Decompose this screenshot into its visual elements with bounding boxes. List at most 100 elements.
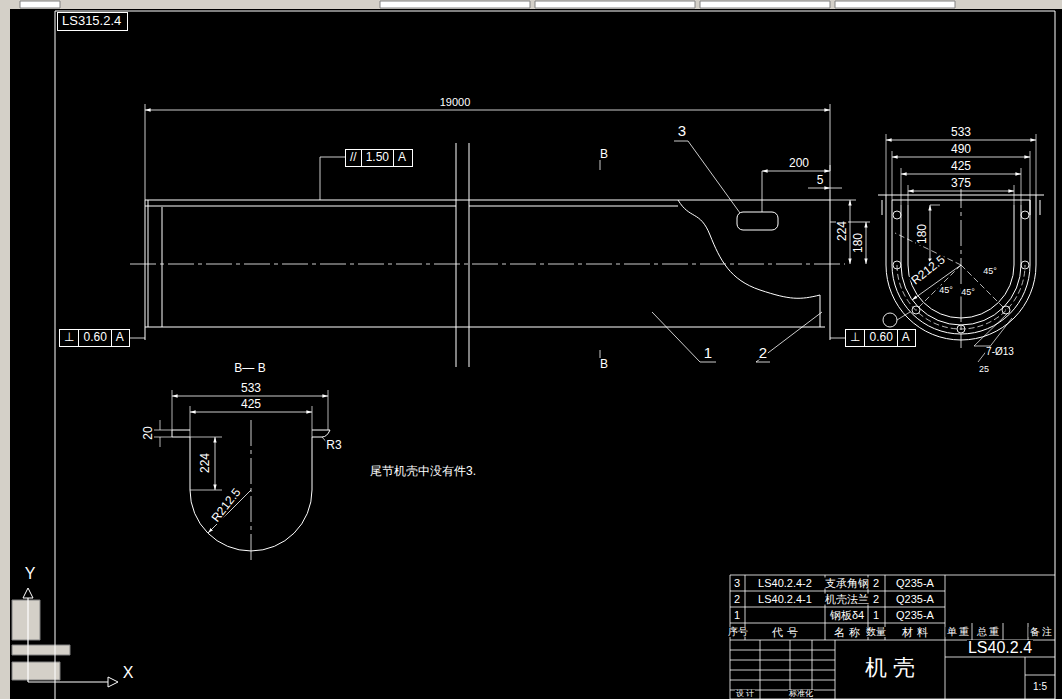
drawing-frame: [55, 11, 1055, 699]
table-cell: 单 重: [946, 627, 971, 637]
table-cell: 备 注: [1029, 627, 1054, 637]
dimension-line: [901, 174, 1021, 175]
table-cell: 钢板δ4: [829, 610, 865, 621]
axis-label: X: [122, 665, 135, 681]
table-cell: 代 号: [771, 627, 798, 638]
dimension-text: 5: [816, 174, 825, 186]
dimension-text: R212.5: [908, 253, 947, 288]
dimension-text: 45°: [938, 286, 954, 295]
section-mark: B: [599, 148, 609, 160]
table-cell: Q235-A: [895, 578, 935, 589]
table-cell: 标准化: [788, 690, 814, 698]
dimension-text: 425: [240, 398, 262, 410]
frame-cell: LS315.2.4: [58, 13, 125, 30]
dimension-line: [762, 171, 830, 172]
dimension-text: 533: [240, 382, 262, 394]
dimension-text: 224: [199, 452, 211, 474]
tab-icons: [12, 600, 70, 680]
dimension-text: R212.5: [209, 485, 244, 524]
section-title: B— B: [233, 362, 266, 374]
section-extension-lines: [154, 390, 330, 490]
dimension-text: 45°: [960, 288, 976, 297]
table-cell: 1: [733, 610, 741, 621]
dimension-line: [190, 412, 312, 413]
table-cell: 设 计: [735, 690, 755, 698]
frame-cell: ⊥: [60, 330, 78, 346]
table-cell: 总 重: [976, 627, 1001, 637]
table-cell: 3: [733, 578, 741, 589]
table-cell: 1: [872, 610, 880, 621]
callout-number: 3: [677, 123, 687, 138]
dimension-text: 490: [950, 143, 972, 155]
toolbar: [0, 0, 1062, 9]
extension-lines: [145, 104, 870, 362]
note-text: 尾节机壳中没有件3.: [369, 465, 477, 477]
callout-number: 1: [703, 345, 713, 360]
dimension-text: 180: [916, 223, 928, 245]
table-cell: 1:5: [1032, 682, 1048, 692]
drawing-number: LS40.2.4: [967, 640, 1033, 656]
tolerance-frame: ⊥0.60A: [845, 329, 916, 347]
dimension-text: 375: [950, 177, 972, 189]
frame-cell: A: [393, 150, 410, 166]
dimension-line: [145, 110, 830, 111]
leader-lines: [130, 141, 845, 362]
table-cell: LS40.2.4-1: [757, 594, 813, 605]
dimension-text: 20: [142, 425, 154, 440]
frame-cell: A: [111, 330, 128, 346]
axis-label: Y: [24, 566, 37, 582]
dimension-line: [892, 157, 1030, 158]
section-mark: B: [599, 358, 609, 370]
table-cell: 机壳法兰: [824, 594, 870, 605]
table-cell: 2: [872, 578, 880, 589]
tolerance-frame: //1.50A: [345, 149, 413, 167]
title-block-grid: [730, 575, 1055, 699]
frame-cell: 0.60: [78, 330, 110, 346]
table-cell: 2: [872, 594, 880, 605]
table-cell: 支承角钢: [824, 578, 870, 589]
table-cell: 序号: [727, 627, 749, 637]
table-cell: 2: [733, 594, 741, 605]
bolt-holes: [883, 211, 1029, 333]
section-outline: [172, 430, 330, 551]
dimension-line: [808, 188, 830, 189]
dimension-line: [930, 205, 931, 264]
support-angle-slot: [737, 212, 778, 230]
dimension-text: 25: [978, 365, 990, 374]
dimension-text: R3: [325, 439, 342, 451]
dimension-text: 533: [950, 126, 972, 138]
bolt-circle: [895, 233, 1025, 329]
dimension-text: 180: [852, 232, 864, 254]
dimension-text: 19000: [439, 97, 472, 108]
dimension-text: 45°: [982, 267, 998, 276]
ucs-icon: [28, 598, 108, 682]
dimension-line: [886, 140, 1036, 141]
frame-cell: //: [346, 150, 361, 166]
dimension-line: [908, 191, 1014, 192]
dimension-text: 200: [788, 157, 810, 169]
dimension-line: [850, 200, 851, 264]
table-cell: LS40.2.4-2: [757, 578, 813, 589]
dimension-text: 7-Ø13: [985, 347, 1015, 357]
dimension-text: 425: [950, 160, 972, 172]
table-cell: 名 称: [833, 627, 860, 638]
table-cell: Q235-A: [895, 594, 935, 605]
drawing-title: 机 壳: [864, 657, 916, 679]
toolbar-dropdowns: [20, 1, 955, 8]
drawing-number-box: LS315.2.4: [57, 12, 128, 31]
frame-cell: ⊥: [846, 330, 864, 346]
casing-outline: [145, 143, 830, 367]
tolerance-frame: ⊥0.60A: [59, 329, 130, 347]
end-view-leaders: [886, 134, 1036, 362]
center-lines: [130, 182, 961, 562]
table-cell: Q235-A: [895, 610, 935, 621]
frame-cell: 0.60: [864, 330, 896, 346]
dimension-line: [215, 437, 216, 490]
table-cell: 材 料: [901, 627, 928, 638]
dimension-text: 224: [836, 220, 848, 242]
table-cell: 数量: [865, 627, 887, 637]
callout-number: 2: [758, 345, 768, 360]
ucs-arrows: [23, 588, 118, 687]
frame-cell: A: [897, 330, 914, 346]
